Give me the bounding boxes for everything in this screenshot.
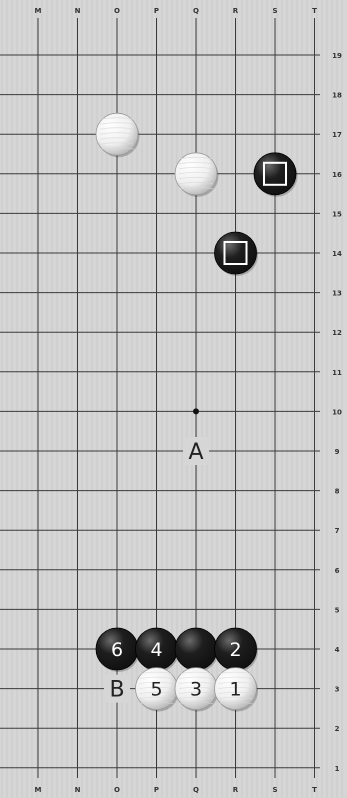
col-label-bottom: S <box>272 786 277 794</box>
row-label-right: 15 <box>332 210 342 218</box>
row-label-right: 5 <box>335 606 340 614</box>
stone-body <box>215 232 257 274</box>
col-label-top: O <box>114 7 120 15</box>
hoshi-point <box>193 408 199 414</box>
row-label-right: 9 <box>335 448 340 456</box>
stone-move-number: 3 <box>190 679 202 701</box>
stone-move-number: 1 <box>229 679 241 701</box>
stone-move-number: 5 <box>150 679 162 701</box>
col-label-top: R <box>233 7 239 15</box>
row-label-right: 13 <box>332 290 342 298</box>
row-label-right: 14 <box>332 250 342 258</box>
board-label-B: B <box>109 678 124 703</box>
col-label-bottom: M <box>35 786 42 794</box>
col-label-bottom: P <box>154 786 159 794</box>
row-label-right: 6 <box>335 567 340 575</box>
row-label-right: 10 <box>332 408 342 416</box>
row-label-right: 1 <box>335 765 340 773</box>
row-label-right: 16 <box>332 171 342 179</box>
col-label-bottom: N <box>75 786 81 794</box>
stone-move-number: 2 <box>229 639 241 661</box>
col-label-top: S <box>272 7 277 15</box>
stone-body <box>254 153 296 195</box>
row-label-right: 2 <box>335 725 340 733</box>
stone-body <box>175 628 217 670</box>
stone-move-number: 6 <box>111 639 123 661</box>
board-label-A: A <box>188 440 203 465</box>
col-label-top: M <box>35 7 42 15</box>
row-label-right: 3 <box>335 686 340 694</box>
stone-move-number: 4 <box>150 639 162 661</box>
row-label-right: 18 <box>332 92 342 100</box>
col-label-bottom: R <box>233 786 239 794</box>
row-label-right: 7 <box>335 527 340 535</box>
row-label-right: 8 <box>335 488 340 496</box>
row-label-right: 4 <box>335 646 340 654</box>
row-label-right: 12 <box>332 329 342 337</box>
col-label-top: T <box>312 7 317 15</box>
col-label-bottom: O <box>114 786 120 794</box>
col-label-top: Q <box>193 7 199 15</box>
row-label-right: 11 <box>332 369 342 377</box>
col-label-top: P <box>154 7 159 15</box>
row-label-right: 17 <box>332 131 342 139</box>
col-label-bottom: T <box>312 786 317 794</box>
row-label-right: 19 <box>332 52 342 60</box>
hoshi-points <box>193 408 199 414</box>
col-label-top: N <box>75 7 81 15</box>
col-label-bottom: Q <box>193 786 199 794</box>
